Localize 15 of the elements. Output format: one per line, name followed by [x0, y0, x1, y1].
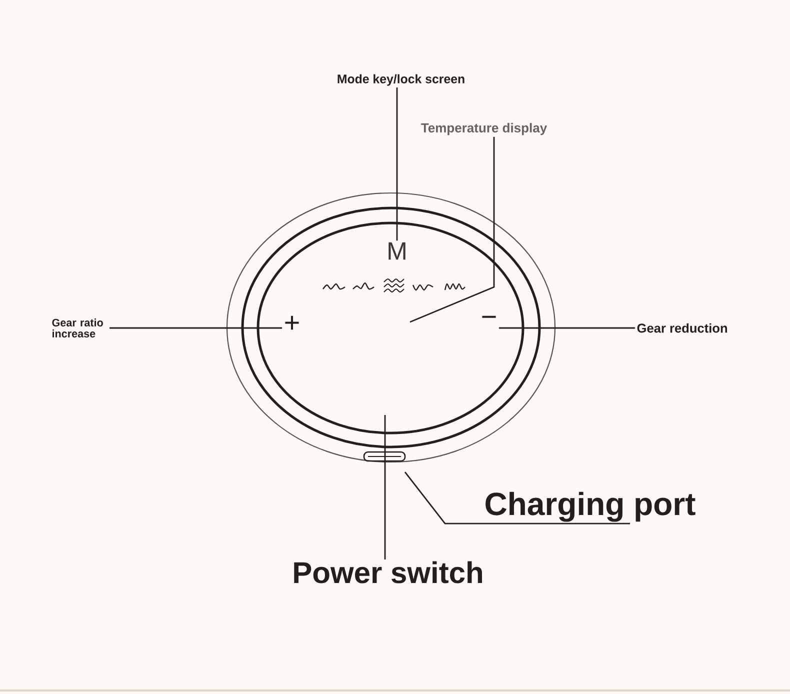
- callout-label: Gear ratio increase: [52, 318, 103, 338]
- callout-label: Gear reduction: [637, 323, 727, 333]
- leader-line: [110, 327, 282, 329]
- minus-sign: −: [482, 316, 496, 318]
- leader-line: [404, 472, 630, 524]
- leader-line: [410, 136, 495, 323]
- leader-line: [498, 327, 635, 329]
- callout-label: Charging port: [486, 492, 696, 522]
- callout-label: Power switch: [294, 561, 482, 584]
- plus-sign: +: [285, 316, 299, 330]
- leader-line: [396, 88, 398, 241]
- callout-label: Temperature display: [421, 122, 548, 136]
- callout-label: Mode key/lock screen: [338, 74, 464, 86]
- key-label: M: [388, 242, 406, 260]
- leader-line: [384, 415, 386, 560]
